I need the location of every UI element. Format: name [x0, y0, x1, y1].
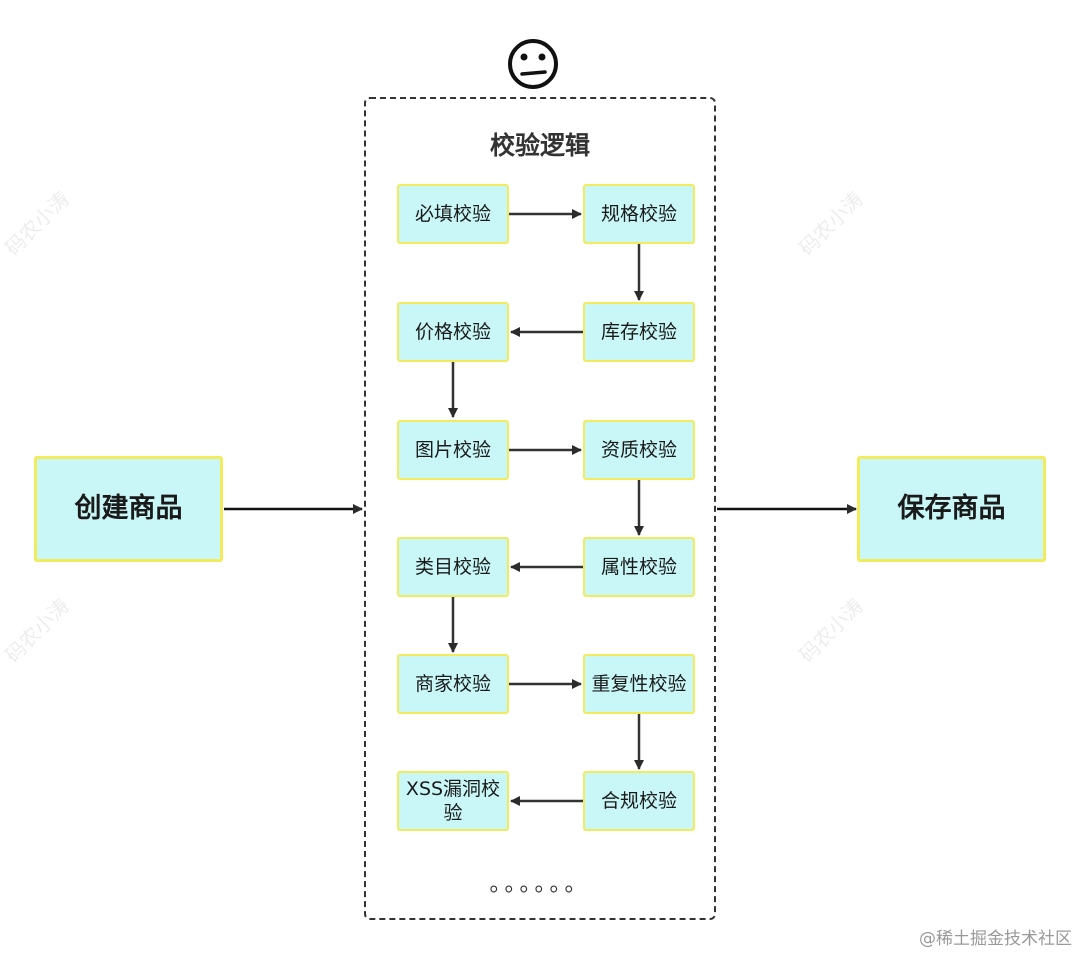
save-product-node: 保存商品 — [857, 456, 1046, 562]
step-category-check: 类目校验 — [397, 537, 509, 597]
step-merchant-check: 商家校验 — [397, 654, 509, 714]
step-duplicate-check: 重复性校验 — [583, 654, 695, 714]
step-attribute-check: 属性校验 — [583, 537, 695, 597]
step-stock-check: 库存校验 — [583, 302, 695, 362]
ellipsis-dots: 。。。。。。 — [489, 872, 591, 897]
step-qualification-check: 资质校验 — [583, 420, 695, 480]
source-credit: @稀土掘金技术社区 — [919, 929, 1072, 949]
step-image-check: 图片校验 — [397, 420, 509, 480]
validation-group-frame — [364, 97, 716, 920]
step-price-check: 价格校验 — [397, 302, 509, 362]
step-required-check: 必填校验 — [397, 184, 509, 244]
step-xss-check: XSS漏洞校验 — [397, 771, 509, 831]
validation-group-title: 校验逻辑 — [489, 131, 590, 160]
step-spec-check: 规格校验 — [583, 184, 695, 244]
create-product-node: 创建商品 — [34, 456, 223, 562]
confused-face-icon — [508, 39, 558, 89]
step-compliance-check: 合规校验 — [583, 771, 695, 831]
